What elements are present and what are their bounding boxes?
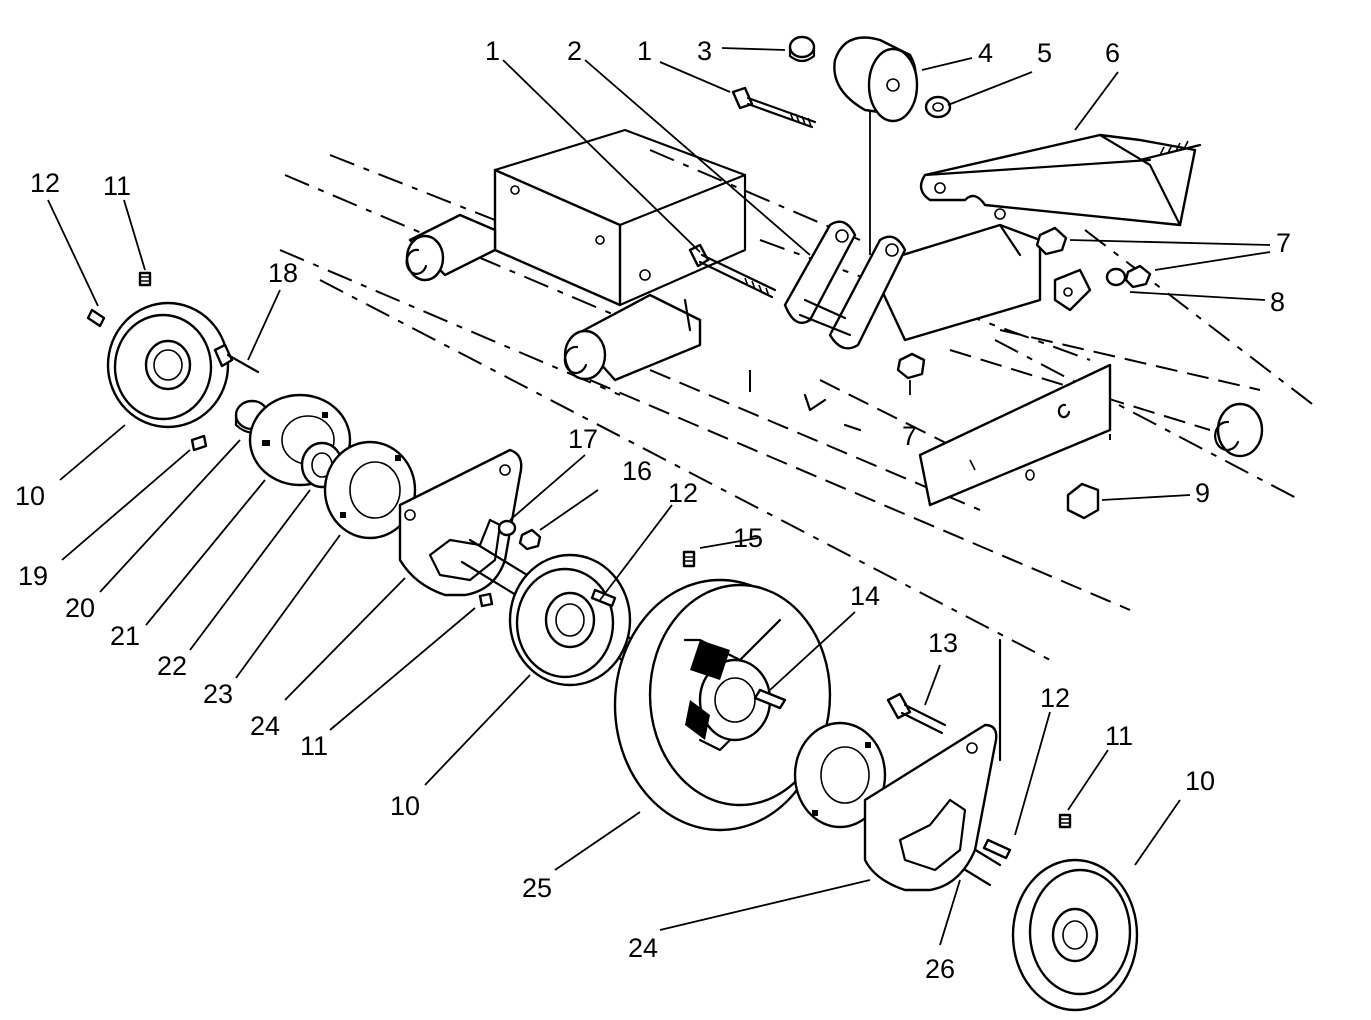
nut-9 bbox=[1025, 469, 1100, 520]
callout-11-upper-left: 11 bbox=[103, 171, 131, 201]
callout-12-right: 12 bbox=[1040, 683, 1070, 713]
callout-20: 20 bbox=[65, 593, 95, 623]
mount-plate-24-right bbox=[863, 638, 1002, 892]
callout-1-right: 1 bbox=[637, 36, 652, 66]
callout-7-right: 7 bbox=[1276, 228, 1291, 258]
callout-22: 22 bbox=[157, 651, 187, 681]
washer-8 bbox=[1105, 264, 1152, 289]
setscrew-15 bbox=[682, 550, 696, 568]
callout-1-left: 1 bbox=[485, 36, 500, 66]
key-12-middle bbox=[590, 588, 617, 608]
callout-12-middle: 12 bbox=[668, 478, 698, 508]
callout-7-lower: 7 bbox=[902, 421, 917, 451]
washer-17 bbox=[497, 519, 517, 537]
shackle-links-2 bbox=[783, 220, 907, 350]
nut-7-lower bbox=[896, 352, 926, 380]
callout-8: 8 bbox=[1270, 287, 1285, 317]
callout-10-middle: 10 bbox=[390, 791, 420, 821]
callout-12-upper-left: 12 bbox=[30, 168, 60, 198]
mount-plate-24-left bbox=[398, 448, 523, 597]
bolt-1-upper bbox=[731, 86, 817, 129]
callout-24-right: 24 bbox=[628, 933, 658, 963]
arm-bracket-6 bbox=[919, 133, 1202, 227]
leader-lines bbox=[47, 47, 1271, 946]
callout-25: 25 bbox=[522, 873, 552, 903]
washer-5 bbox=[924, 95, 952, 119]
callout-18: 18 bbox=[268, 258, 298, 288]
callout-5: 5 bbox=[1037, 38, 1052, 68]
callout-23: 23 bbox=[203, 679, 233, 709]
cylinder-4 bbox=[833, 36, 919, 123]
setscrew-19 bbox=[190, 434, 208, 452]
callout-9: 9 bbox=[1195, 478, 1210, 508]
pulley-10-middle bbox=[508, 553, 632, 687]
wheel-25 bbox=[613, 578, 832, 832]
nut-16 bbox=[518, 528, 542, 551]
flange-right bbox=[793, 721, 887, 829]
callout-10-right: 10 bbox=[1185, 766, 1215, 796]
frame-tubes bbox=[405, 128, 1264, 507]
callout-4: 4 bbox=[978, 38, 993, 68]
callout-6: 6 bbox=[1105, 38, 1120, 68]
callout-15: 15 bbox=[733, 523, 763, 553]
bolt-1-lower bbox=[688, 243, 777, 299]
callout-24-left: 24 bbox=[250, 711, 280, 741]
callout-17: 17 bbox=[568, 424, 598, 454]
nut-7-upper bbox=[1035, 226, 1068, 256]
key-12-left bbox=[86, 308, 106, 328]
bolt-18 bbox=[213, 343, 260, 374]
key-12-right bbox=[982, 838, 1012, 860]
key-14 bbox=[753, 688, 787, 710]
setscrew-11-left bbox=[138, 271, 152, 287]
bolt-13 bbox=[886, 692, 947, 735]
setscrew-11-right bbox=[1058, 813, 1072, 829]
setscrew-11-middle bbox=[478, 592, 494, 608]
callout-11-middle: 11 bbox=[300, 731, 328, 761]
pulley-10-left bbox=[106, 301, 230, 429]
callout-14: 14 bbox=[850, 581, 880, 611]
flange-23 bbox=[323, 440, 417, 540]
callout-13: 13 bbox=[928, 628, 958, 658]
callout-16: 16 bbox=[622, 456, 652, 486]
pulley-10-right bbox=[1011, 858, 1139, 1012]
bushing-3 bbox=[788, 35, 816, 63]
callout-labels: 1 2 1 3 4 5 6 7 8 7 9 12 11 18 10 19 20 … bbox=[15, 36, 1291, 984]
callout-3: 3 bbox=[697, 36, 712, 66]
callout-11-right: 11 bbox=[1105, 721, 1133, 751]
callout-2: 2 bbox=[567, 36, 582, 66]
callout-19: 19 bbox=[18, 561, 48, 591]
callout-21: 21 bbox=[110, 621, 140, 651]
callout-26: 26 bbox=[925, 954, 955, 984]
callout-10-left: 10 bbox=[15, 481, 45, 511]
